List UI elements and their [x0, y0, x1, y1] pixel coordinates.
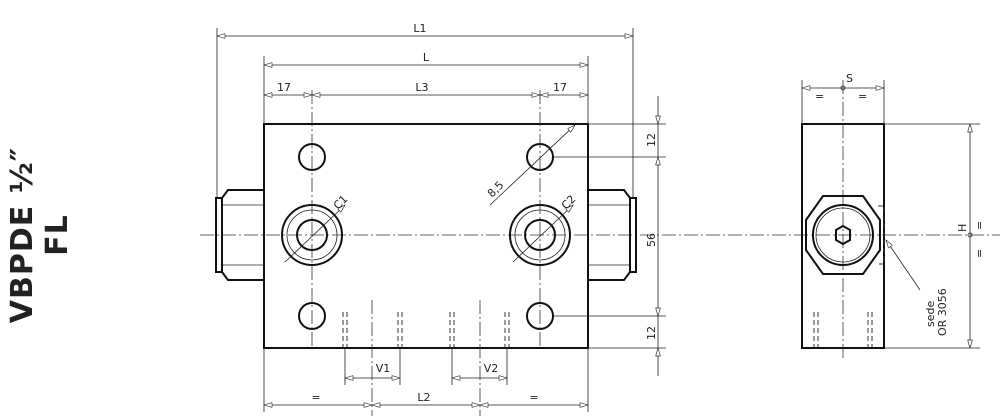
hex-socket-icon	[835, 224, 851, 246]
port-c1-label: C1	[331, 193, 351, 213]
dim-l3-label: L3	[415, 81, 428, 94]
dim-17-right-label: 17	[553, 81, 567, 94]
dim-17-left-label: 17	[277, 81, 291, 94]
equal-right-label: =	[529, 391, 538, 404]
dim-h-label: H	[956, 224, 969, 232]
equal-left-label: =	[311, 391, 320, 404]
dim-l2-label: L2	[417, 391, 430, 404]
equal-mark: =	[858, 90, 867, 103]
dim-12-bottom-label: 12	[645, 326, 658, 340]
side-view: S = = H = = sede OR 3056	[801, 72, 986, 360]
front-view: L1 L 17 L3 17 12 56 12 C1 C2 8,5 V1 V2 L…	[200, 22, 1000, 416]
valve-body	[263, 123, 589, 349]
seat-code-label: OR 3056	[936, 288, 949, 336]
equal-mark: =	[815, 90, 824, 103]
equal-mark: =	[973, 221, 986, 230]
dim-s-label: S	[846, 72, 853, 85]
dim-v1-label: V1	[376, 362, 391, 375]
dim-l-label: L	[423, 51, 430, 64]
seat-label: sede	[924, 301, 937, 327]
dim-v2-label: V2	[484, 362, 499, 375]
hole-diameter-label: 8,5	[485, 179, 507, 201]
port-c2-label: C2	[559, 193, 579, 213]
dim-12-top-label: 12	[645, 133, 658, 147]
dim-56-label: 56	[645, 233, 658, 247]
hex-plug	[805, 195, 881, 275]
dim-l1-label: L1	[413, 22, 426, 35]
equal-mark: =	[973, 249, 986, 258]
left-fitting	[215, 189, 264, 281]
